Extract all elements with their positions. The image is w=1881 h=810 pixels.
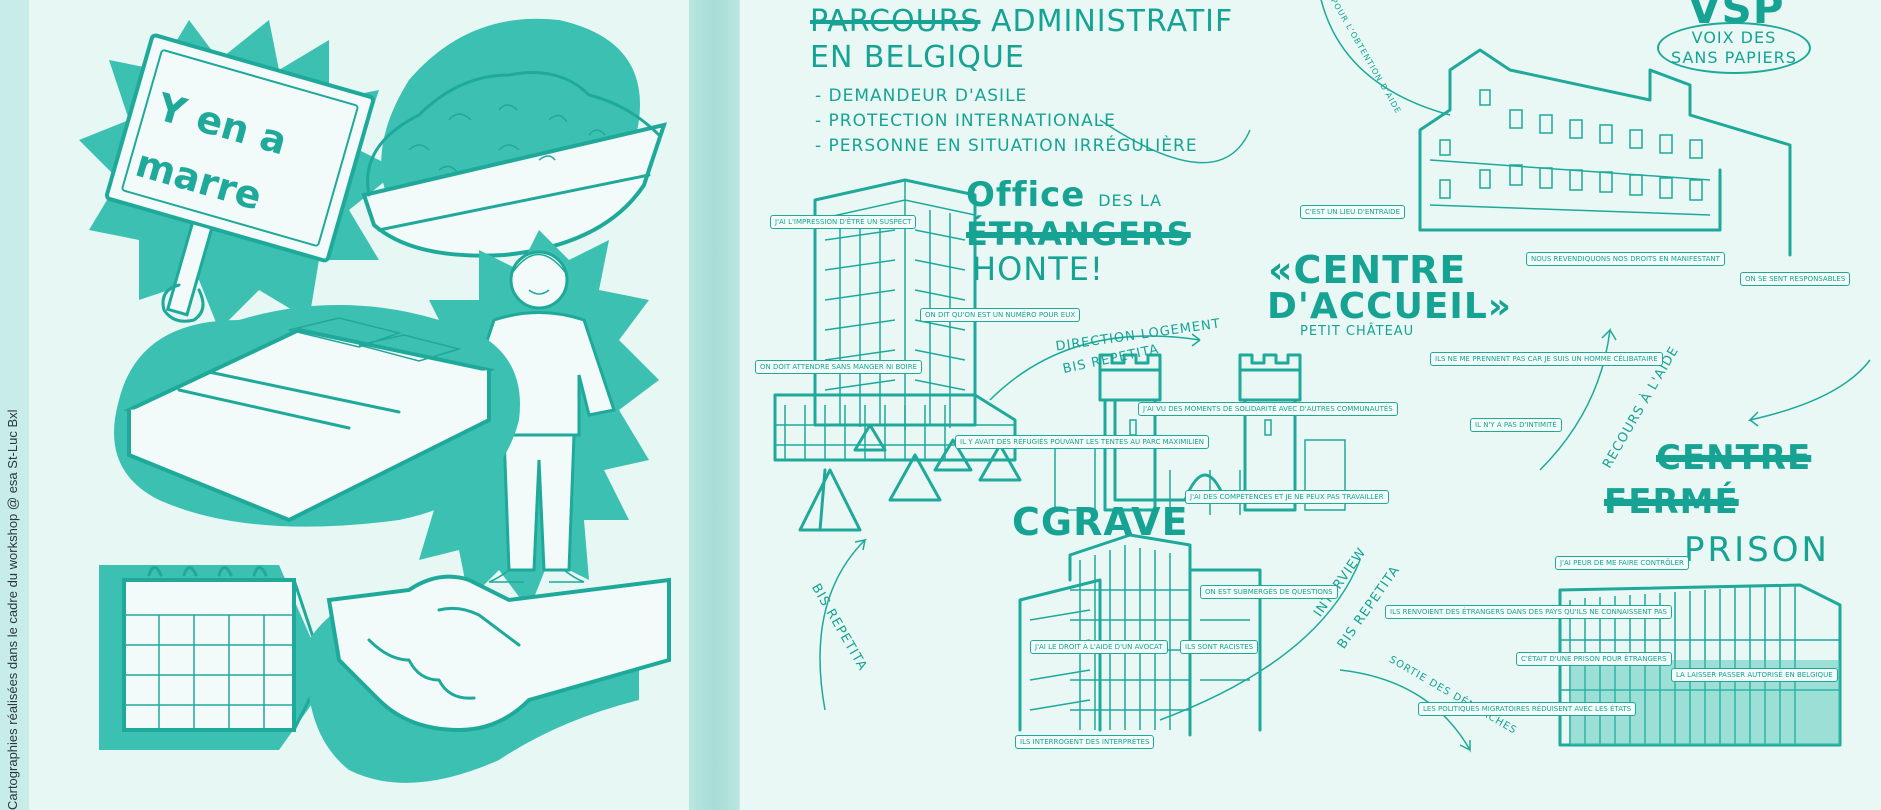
quote-note: ON SE SENT RESPONSABLES [1740, 272, 1851, 286]
tents-icon [798, 423, 1022, 532]
cgrave-label: CGRAVE [1012, 500, 1189, 544]
left-illustration-panel: Y en a marre [29, 0, 689, 810]
vsp-building-icon [1418, 48, 1792, 257]
office-label-des: DES LA [1098, 191, 1163, 210]
office-etrangers-label: ÉTRANGERS [966, 215, 1191, 253]
calendar-icon [99, 565, 329, 750]
petit-chateau-label: PETIT CHÂTEAU [1300, 324, 1415, 339]
centre-ferme-label-1: CENTRE [1656, 438, 1812, 478]
bed-icon [114, 305, 520, 527]
vsp-label: VOIX DES SANS PAPIERS [1657, 22, 1811, 74]
quote-note: IL Y AVAIT DES RÉFUGIÉS POUVANT LES TENT… [955, 435, 1209, 449]
credit-caption: Cartographies réalisées dans le cadre du… [5, 409, 20, 810]
quote-note: LES POLITIQUES MIGRATOIRES RÉDUISENT AVE… [1418, 702, 1637, 716]
map-title-line2: EN BELGIQUE [810, 40, 1025, 75]
cgrave-building-icon [1018, 533, 1262, 737]
quote-note: LA LAISSER PASSER AUTORISÉ EN BELGIQUE [1671, 668, 1838, 682]
quote-note: C'ÉTAIT D'UNE PRISON POUR ÉTRANGERS [1516, 652, 1672, 666]
office-honte-label: HONTE! [972, 250, 1104, 288]
centre-ferme-label-2: FERMÉ [1604, 482, 1739, 522]
right-map-panel: PARCOURS ADMINISTRATIF EN BELGIQUE - DEM… [740, 0, 1881, 810]
map-title-line1: PARCOURS ADMINISTRATIF [810, 4, 1233, 39]
status-list-item: - PROTECTION INTERNATIONALE [815, 111, 1116, 131]
panel-gutter [689, 0, 739, 810]
quote-note: ILS INTERROGENT DES INTERPRÈTES [1015, 735, 1155, 749]
status-list: - DEMANDEUR D'ASILE - PROTECTION INTERNA… [815, 84, 1198, 159]
quote-note: ILS RENVOIENT DES ÉTRANGERS DANS DES PAY… [1385, 605, 1672, 619]
left-illustration-svg: Y en a marre [79, 18, 671, 783]
quote-note: NOUS REVENDIQUONS NOS DROITS EN MANIFEST… [1526, 252, 1725, 266]
status-list-item: - PERSONNE EN SITUATION IRRÉGULIÈRE [815, 136, 1198, 156]
quote-note: J'AI VU DES MOMENTS DE SOLIDARITÉ AVEC D… [1138, 402, 1398, 416]
office-label-word: Office [966, 175, 1086, 215]
flow-arrows [819, 0, 1871, 753]
quote-note: ON DIT QU'ON EST UN NUMÉRO POUR EUX [920, 308, 1081, 322]
quote-note: J'AI PEUR DE ME FAIRE CONTRÔLER [1555, 556, 1689, 570]
protest-sign-icon: Y en a marre [79, 20, 399, 330]
quote-note: J'AI LE DROIT À L'AIDE D'UN AVOCAT [1030, 640, 1168, 654]
centre-accueil-label-2: D'ACCUEIL» [1267, 286, 1513, 327]
quote-note: ON EST SUBMERGÉS DE QUESTIONS [1200, 585, 1338, 599]
prison-label: PRISON [1684, 530, 1830, 570]
quote-note: IL N'Y A PAS D'INTIMITÉ [1470, 418, 1562, 432]
office-label: Office DES LA [966, 175, 1162, 215]
handshake-icon [307, 574, 671, 783]
quote-note: ILS SONT RACISTES [1180, 640, 1259, 654]
vsp-label-line1: VOIX DES [1691, 28, 1777, 47]
map-title-strike: PARCOURS [810, 4, 981, 39]
quote-note: ON DOIT ATTENDRE SANS MANGER NI BOIRE [755, 360, 923, 374]
map-title-rest: ADMINISTRATIF [980, 4, 1234, 39]
bowl-of-food-icon [361, 18, 668, 258]
quote-note: C'EST UN LIEU D'ENTRAIDE [1300, 205, 1405, 219]
quote-note: J'AI DES COMPÉTENCES ET JE NE PEUX PAS T… [1185, 490, 1389, 504]
vsp-label-line2: SANS PAPIERS [1671, 48, 1797, 67]
quote-note: ILS NE ME PRENNENT PAS CAR JE SUIS UN HO… [1430, 352, 1663, 366]
quote-note: J'AI L'IMPRESSION D'ÊTRE UN SUSPECT [770, 215, 917, 229]
centre-accueil-label-1: «CENTRE [1268, 248, 1467, 292]
status-list-item: - DEMANDEUR D'ASILE [815, 86, 1028, 106]
